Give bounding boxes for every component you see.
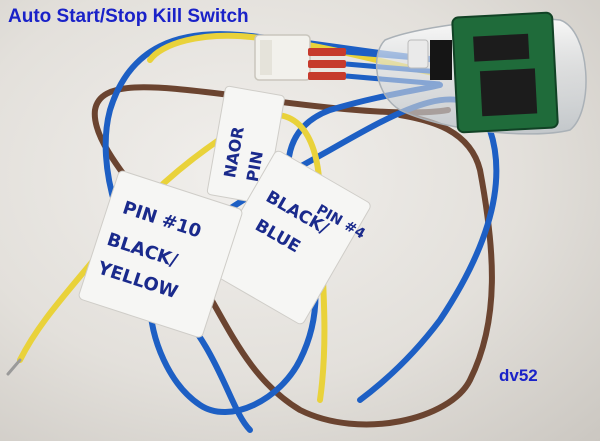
bare-wire-tip [6, 358, 22, 376]
image-credit: dv52 [499, 366, 538, 385]
brown-wire [91, 84, 495, 428]
left-wire-tag: PIN #10 BLACK/ YELLOW [78, 170, 243, 338]
pcb-module [375, 11, 587, 135]
image-title: Auto Start/Stop Kill Switch [8, 6, 249, 27]
middle-wire-tag: BLACK/ BLUE PIN #4 [208, 150, 371, 325]
